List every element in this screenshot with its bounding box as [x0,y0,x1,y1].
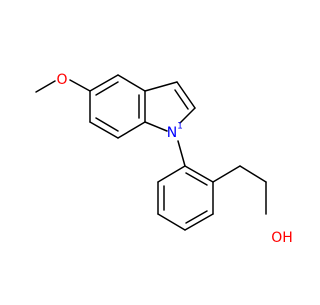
double-bond-c3-c2 [174,89,189,110]
bond-ph-ch2 [212,165,241,183]
bond-n1-phenyl [177,140,186,167]
bond-oxygen-aryl [69,79,91,92]
methoxy-oxygen-label: O [56,72,67,88]
indole-nitrogen-locant: 1 [177,122,183,132]
bond-c5-c4 [89,74,119,92]
bond-c3a-c3 [144,81,178,92]
bond-c4-c3a [117,74,146,92]
bond-c2-n1 [179,107,196,124]
molecule-structure: O N 1 OH [35,72,293,246]
bond-ph-c6-c1 [157,165,186,183]
bond-ph-c4-c5 [157,213,186,231]
double-bond-c7-c6 [95,117,119,132]
atom-labels: O N 1 OH [56,72,292,246]
structure-canvas: O N 1 OH [35,72,293,246]
bond-ch2-oh [239,165,267,183]
bond-ph-c1-c2 [184,165,214,183]
indole-nitrogen-label: N [167,125,177,141]
double-bond-ph-c1-c2 [185,172,208,186]
bond-c7a-c7 [117,121,146,139]
hydroxyl-label: OH [271,230,293,246]
bond-c3-c2 [176,81,196,109]
bond-methyl-oxygen [35,80,56,93]
bond-ph-c3-c4 [184,213,214,231]
double-bond-c5-c4 [95,81,119,96]
bond-c7-c6 [89,121,119,139]
bond-n1-c7a [144,121,168,132]
bonds [35,74,267,231]
double-bond-ph-c3-c4 [185,210,208,224]
